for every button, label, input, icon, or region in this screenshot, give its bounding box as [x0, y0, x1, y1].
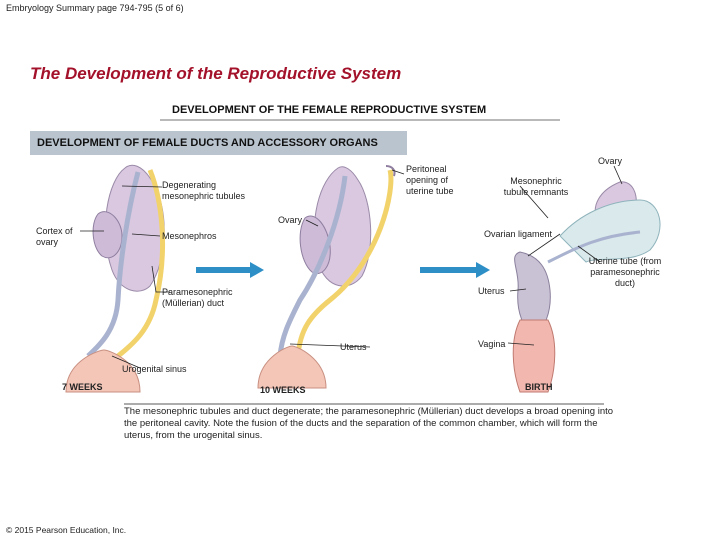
stage-arrows: [196, 262, 490, 278]
uterine-tube-shape: [547, 230, 641, 264]
label-peritoneal-opening: Peritoneal opening of uterine tube: [406, 164, 454, 196]
figure-subtitle: DEVELOPMENT OF FEMALE DUCTS AND ACCESSOR…: [37, 137, 378, 149]
label-ovarian-ligament: Ovarian ligament: [484, 229, 553, 239]
mesonephric-duct-10wk: [277, 175, 348, 357]
label-urogenital-sinus: Urogenital sinus: [122, 364, 187, 374]
stage-label-birth: BIRTH: [525, 382, 553, 392]
label-mesonephros: Mesonephros: [162, 231, 217, 241]
arrow-7-to-10-head: [250, 262, 264, 278]
slide-title: The Development of the Reproductive Syst…: [30, 64, 402, 83]
paramesonephric-duct-7wk: [116, 169, 165, 358]
stage-10-weeks-illustration: [257, 165, 396, 389]
label-ovary-birth: Ovary: [598, 156, 623, 166]
figure-caption: The mesonephric tubules and duct degener…: [124, 406, 614, 441]
label-uterus-10wk: Uterus: [340, 342, 367, 352]
label-vagina: Vagina: [478, 339, 506, 349]
ovary-cortex-shape: [92, 211, 123, 259]
figure-header-band: [30, 131, 407, 155]
label-ovary-10wk: Ovary: [278, 215, 303, 225]
paramesonephric-duct-10wk: [295, 169, 394, 357]
stage-label-10-weeks: 10 WEEKS: [260, 385, 306, 395]
stage-birth-illustration: [512, 181, 661, 393]
label-degenerating-tubules: Degenerating mesonephric tubules: [162, 180, 246, 201]
label-paramesonephric-duct: Paramesonephric (Müllerian) duct: [162, 287, 233, 308]
mesonephric-duct-7wk: [86, 171, 141, 358]
label-mesonephric-remnants: Mesonephric tubule remnants: [503, 176, 569, 197]
arrow-10-to-birth-head: [476, 262, 490, 278]
header-note: Embryology Summary page 794-795 (5 of 6): [6, 3, 184, 13]
stage-7-weeks-illustration: [65, 164, 165, 393]
urogenital-sinus-10wk-shape: [257, 345, 327, 389]
label-uterus-birth: Uterus: [478, 286, 505, 296]
broad-ligament-shape: [559, 199, 661, 263]
vagina-shape: [512, 319, 556, 393]
section-title: DEVELOPMENT OF THE FEMALE REPRODUCTIVE S…: [172, 104, 487, 116]
peritoneal-opening-shape: [385, 165, 396, 177]
label-cortex-of-ovary: Cortex of ovary: [36, 226, 73, 247]
leader-lines: [80, 165, 623, 405]
stage-label-7-weeks: 7 WEEKS: [62, 382, 103, 392]
copyright-notice: © 2015 Pearson Education, Inc.: [6, 525, 127, 535]
label-uterine-tube: Uterine tube (from paramesonephric duct): [588, 256, 662, 288]
